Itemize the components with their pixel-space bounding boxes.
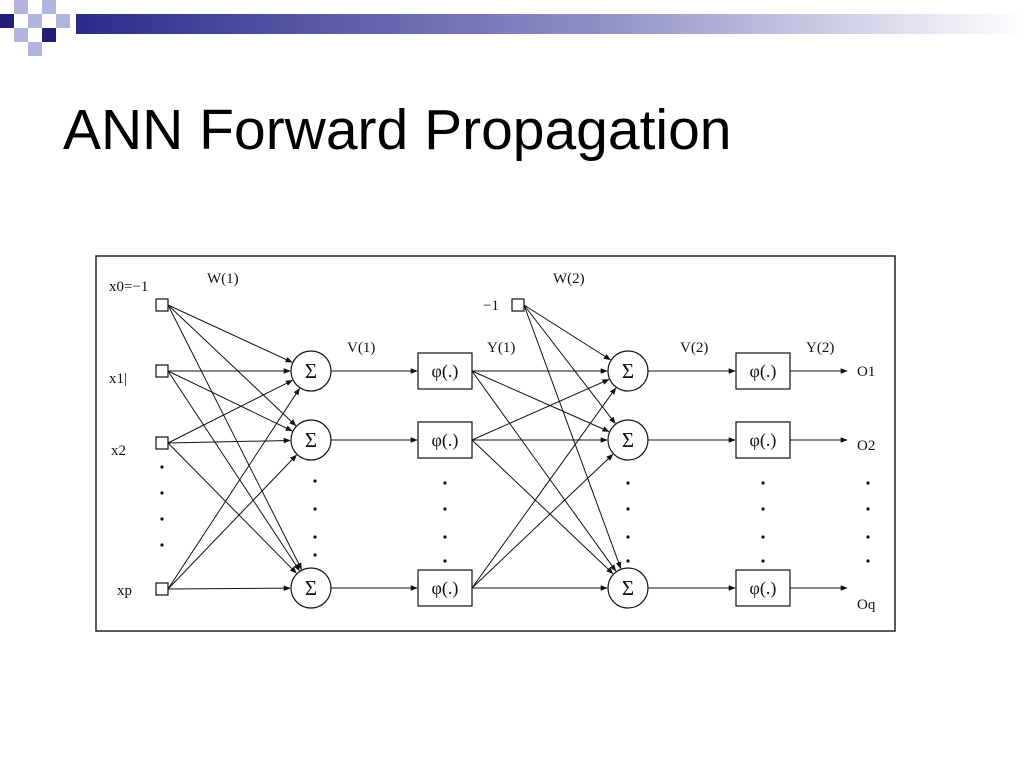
hidden-bias-node [511,298,525,312]
ellipsis-dot [313,535,317,539]
weight-arrow-layer2 [471,439,614,575]
summation-symbol: Σ [305,576,317,600]
weight-arrow-layer2 [471,370,617,572]
ellipsis-dot [443,507,447,511]
ellipsis-dot [160,517,164,521]
ellipsis-dot [761,559,765,563]
weight-arrow-layer1 [167,379,293,444]
weight-arrow-layer1 [167,454,297,590]
summation-node [290,567,332,609]
activation-symbol: φ(.) [750,361,777,382]
weight-arrow-layer2 [523,304,611,361]
weight-arrow-layer1 [167,304,297,427]
deco-square [28,42,42,56]
activation-box [735,421,791,459]
input-label-x0: x0=−1 [109,279,148,295]
summation-node [607,419,649,461]
weight-arrow-layer1 [167,304,293,363]
ellipsis-dot [626,559,630,563]
weight-arrow-layer2 [471,453,614,589]
signal-label-y2: Y(2) [806,340,834,356]
ellipsis-dot [866,535,870,539]
deco-square [42,28,56,42]
ellipsis-dot [626,481,630,485]
activation-symbol: φ(.) [432,578,459,599]
ellipsis-dot [626,507,630,511]
summation-node [290,350,332,392]
activation-box [735,352,791,390]
activation-symbol: φ(.) [432,361,459,382]
ellipsis-dot [761,535,765,539]
ellipsis-dot [866,481,870,485]
weight-label-w2: W(2) [553,271,585,287]
weight-arrow-layer1 [167,370,293,432]
summation-symbol: Σ [305,359,317,383]
deco-square [28,14,42,28]
weight-arrow-layer2 [523,304,622,569]
weight-arrow-layer1 [167,437,291,444]
summation-symbol: Σ [622,576,634,600]
signal-label-y1: Y(1) [487,340,515,356]
summation-node [607,350,649,392]
input-node [155,582,169,596]
activation-symbol: φ(.) [750,430,777,451]
deco-square [14,28,28,42]
signal-label-v2: V(2) [680,340,708,356]
ellipsis-dot [866,507,870,511]
input-node [155,298,169,312]
weight-arrow-layer1 [167,442,297,574]
activation-box [417,352,473,390]
deco-square [56,14,70,28]
weight-arrow-layer2 [471,387,617,589]
weight-arrow-layer2 [471,379,610,441]
weight-arrow-layer1 [167,387,300,590]
weight-arrow-layer1 [167,370,300,572]
deco-square [0,14,14,28]
deco-square [42,0,56,14]
ellipsis-dot [160,543,164,547]
activation-box [417,421,473,459]
input-node [155,364,169,378]
input-label-xp: xp [117,583,132,599]
output-label-o1: O1 [857,364,875,380]
output-label-oq: Oq [857,597,876,613]
summation-node [607,567,649,609]
ellipsis-dot [160,465,164,469]
weight-label-w1: W(1) [207,271,239,287]
ellipsis-dot [761,481,765,485]
input-node [155,436,169,450]
summation-symbol: Σ [305,428,317,452]
ellipsis-dot [443,481,447,485]
weight-arrow-layer2 [523,304,616,424]
activation-box [417,569,473,607]
ellipsis-dot [160,491,164,495]
weight-arrow-layer2 [471,370,610,432]
ellipsis-dot [313,507,317,511]
ellipsis-dot [866,559,870,563]
deco-square [14,0,28,14]
page-title: ANN Forward Propagation [63,98,732,162]
input-label-x1: x1| [109,371,127,387]
summation-symbol: Σ [622,428,634,452]
bias-label: −1 [483,298,499,314]
ellipsis-dot [313,553,317,557]
summation-symbol: Σ [622,359,634,383]
activation-symbol: φ(.) [750,578,777,599]
ellipsis-dot [443,535,447,539]
input-label-x2: x2 [111,443,126,459]
ellipsis-dot [443,559,447,563]
weight-arrow-layer1 [167,585,291,591]
activation-box [735,569,791,607]
activation-symbol: φ(.) [432,430,459,451]
output-label-o2: O2 [857,438,875,454]
header-gradient-bar [76,14,1024,34]
signal-label-v1: V(1) [347,340,375,356]
ellipsis-dot [313,479,317,483]
ellipsis-dot [761,507,765,511]
ellipsis-dot [626,535,630,539]
header-decoration [0,0,1024,56]
weight-arrow-layer1 [167,304,302,570]
summation-node [290,419,332,461]
